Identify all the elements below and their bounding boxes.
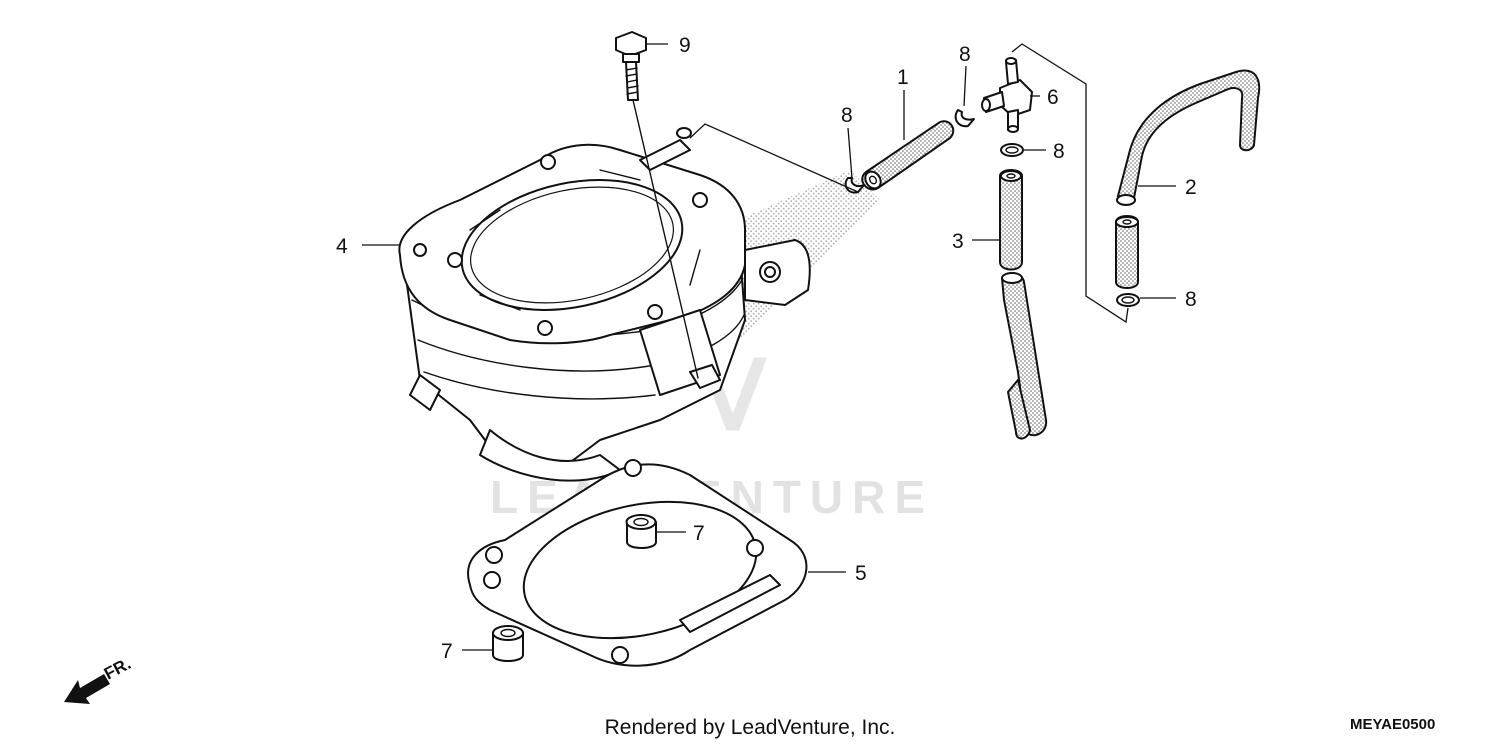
joint-part-6[interactable] [981, 57, 1033, 133]
front-arrow-icon [64, 674, 110, 704]
callout-7-a[interactable]: 7 [693, 522, 705, 545]
callout-6[interactable]: 6 [1047, 86, 1059, 109]
dowel-pin-part-7-lower[interactable] [492, 625, 524, 662]
callout-2[interactable]: 2 [1185, 176, 1197, 199]
tube-part-3[interactable] [999, 169, 1048, 440]
gasket-part-5[interactable] [467, 459, 808, 667]
clip-part-8-d[interactable] [1116, 293, 1140, 307]
callout-1[interactable]: 1 [897, 66, 909, 89]
callout-8-d[interactable]: 8 [1185, 288, 1197, 311]
callout-8-a[interactable]: 8 [841, 104, 853, 127]
diagram-code: MEYAE0500 [1350, 716, 1436, 733]
callout-7-b[interactable]: 7 [441, 640, 453, 663]
footer-credit: Rendered by LeadVenture, Inc. [604, 716, 896, 739]
cylinder-part-4[interactable] [398, 127, 811, 482]
tube-part-1[interactable] [861, 120, 955, 191]
callout-5[interactable]: 5 [855, 562, 867, 585]
bolt-part-9[interactable] [615, 31, 699, 379]
hose-part-2[interactable] [1115, 69, 1261, 289]
callout-9[interactable]: 9 [679, 34, 691, 57]
bracket-line-left [689, 123, 859, 193]
callout-8-b[interactable]: 8 [959, 43, 971, 66]
callout-3[interactable]: 3 [952, 230, 964, 253]
bracket-line-right [1011, 43, 1129, 324]
clip-part-8-c[interactable] [1000, 143, 1024, 157]
callout-8-c[interactable]: 8 [1053, 140, 1065, 163]
front-direction-marker: FR. [64, 654, 134, 704]
dowel-pin-part-7-upper[interactable] [625, 514, 657, 549]
clip-part-8-b[interactable] [954, 109, 975, 128]
callout-4[interactable]: 4 [336, 235, 348, 258]
